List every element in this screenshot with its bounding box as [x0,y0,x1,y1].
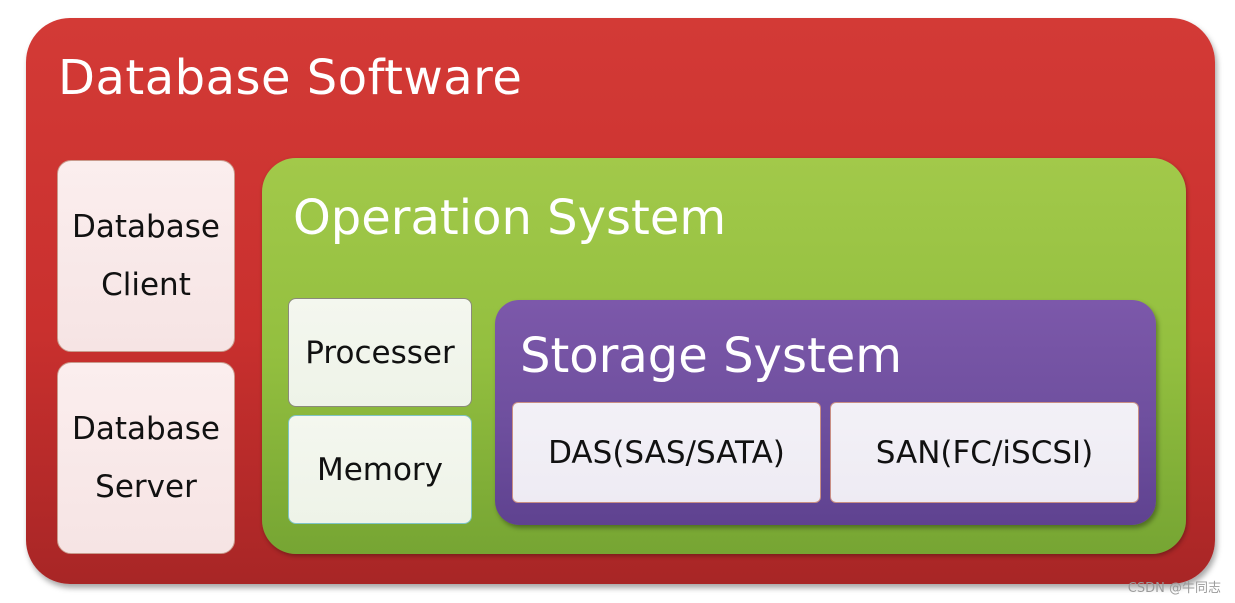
das-label: DAS(SAS/SATA) [548,434,785,471]
database-software-title: Database Software [58,50,523,106]
san-label: SAN(FC/iSCSI) [875,434,1094,471]
database-client-label-line1: Database [72,209,220,245]
das-box: DAS(SAS/SATA) [512,402,821,503]
watermark: CSDN @牛同志 [1127,581,1221,596]
database-server-label-line1: Database [72,411,220,447]
operation-system-title: Operation System [293,190,727,246]
database-client-box: Database Client [57,160,235,352]
database-server-box: Database Server [57,362,235,554]
memory-label: Memory [316,451,444,488]
storage-system-title: Storage System [520,328,903,384]
processer-box: Processer [288,298,472,407]
processer-label: Processer [305,334,455,371]
database-server-label-line2: Server [95,469,197,505]
memory-box: Memory [288,415,472,524]
san-box: SAN(FC/iSCSI) [830,402,1139,503]
database-client-label-line2: Client [101,267,191,303]
